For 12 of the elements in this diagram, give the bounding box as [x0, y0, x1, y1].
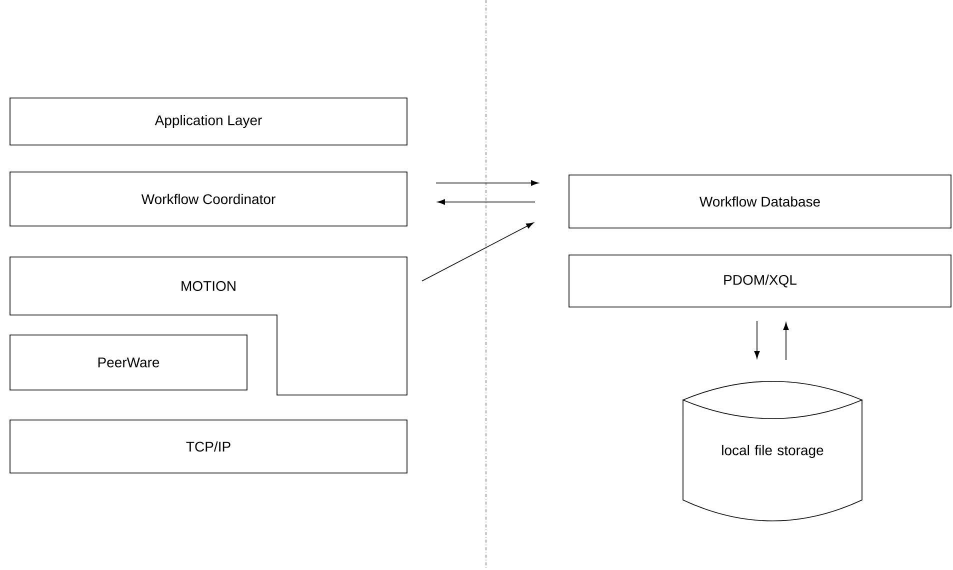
arrow	[783, 322, 789, 360]
layer-box: PeerWare	[10, 334, 248, 390]
arrow	[436, 180, 539, 186]
arrow	[437, 199, 536, 205]
layer-box: Application Layer	[10, 98, 408, 146]
storage-cylinder: local file storage	[682, 380, 862, 522]
arrow	[754, 320, 760, 359]
layer-box: Workflow Coordinator	[10, 172, 408, 226]
layer-box: PDOM/XQL	[568, 254, 952, 308]
layer-box: TCP/IP	[10, 420, 408, 474]
layer-box: Workflow Database	[568, 174, 952, 228]
arrow	[422, 222, 534, 282]
